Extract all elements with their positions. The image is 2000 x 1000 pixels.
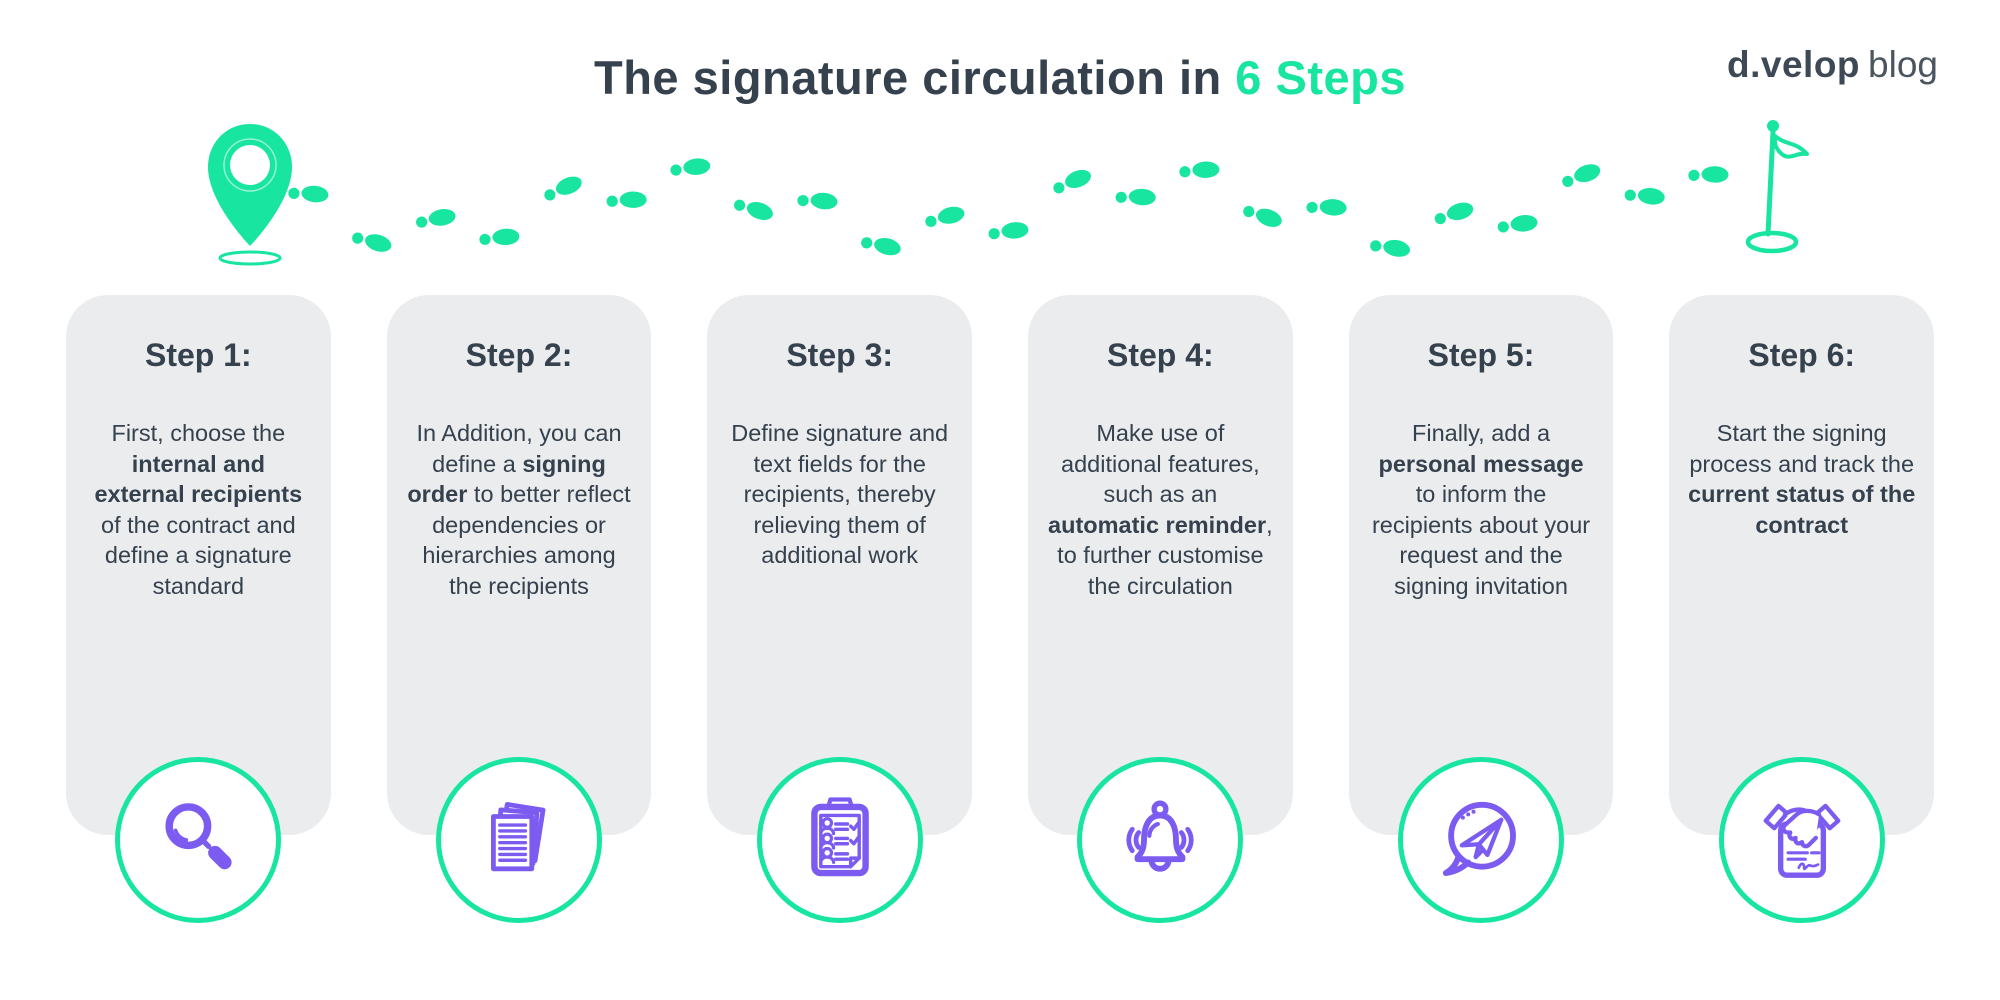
step-5-body-post: to inform the recipients about your requ… — [1371, 481, 1591, 599]
footprints-trail-icon — [287, 157, 1729, 259]
steps-row: Step 1: First, choose the internal and e… — [66, 295, 1935, 923]
step-4-body: Make use of additional features, such as… — [1046, 418, 1275, 601]
step-1-body-pre: First, choose the — [111, 420, 286, 446]
step-card-6: Step 6: Start the signing process and tr… — [1669, 295, 1935, 923]
step-1-body: First, choose the internal and external … — [84, 418, 313, 601]
document-stack-icon — [491, 802, 546, 872]
step-2-body-pre: In Addition, you can define a — [416, 420, 622, 477]
reminder-bell-icon — [1126, 800, 1194, 872]
step-card-5: Step 5: Finally, add a personal message … — [1348, 295, 1614, 923]
step-1-body-post: of the contract and define a signature s… — [101, 511, 296, 599]
handshake-contract-icon — [1763, 803, 1841, 878]
step-2-body-bold: signing order — [407, 450, 606, 508]
recipient-checklist-icon — [810, 797, 869, 877]
step-4-body-pre: Make use of additional features, such as… — [1061, 420, 1260, 508]
step-3-icon-badge — [756, 757, 923, 923]
step-6-body-pre: Start the signing process and track the — [1689, 420, 1915, 477]
step-5-body-pre: Finally, add a — [1412, 420, 1551, 446]
step-card-2: Step 2: In Addition, you can define a si… — [386, 295, 652, 923]
step-6-body-bold: current status of the contract — [1688, 481, 1916, 538]
step-5-body: Finally, add a personal message to infor… — [1367, 418, 1596, 601]
step-2-title: Step 2: — [465, 337, 573, 373]
logo-brand: d.velop — [1727, 44, 1861, 85]
step-1-body-bold: internal and external recipients — [94, 450, 303, 508]
step-6-title: Step 6: — [1748, 337, 1856, 373]
finish-flag-icon — [1745, 120, 1809, 254]
step-card-1: Step 1: First, choose the internal and e… — [66, 295, 331, 923]
step-4-body-post: , to further customise the circulation — [1057, 511, 1273, 599]
step-4-title: Step 4: — [1107, 337, 1214, 373]
step-2-icon-badge — [436, 757, 602, 923]
step-4-icon-badge — [1077, 757, 1244, 923]
page-title-highlight: 6 Steps — [1235, 51, 1406, 104]
step-card-3: Step 3: Define signature and text fields… — [707, 295, 973, 923]
step-3-body: Define signature and text fields for the… — [725, 418, 954, 571]
step-6-icon-badge — [1718, 757, 1885, 923]
step-5-title: Step 5: — [1427, 337, 1535, 373]
magnifier-icon — [165, 803, 232, 870]
send-message-icon — [1442, 801, 1516, 876]
page-title-text: The signature circulation in — [594, 51, 1236, 104]
page-title: The signature circulation in 6 Steps — [0, 50, 2000, 105]
step-1-icon-badge — [115, 757, 282, 923]
step-4-body-bold: automatic reminder — [1048, 511, 1267, 538]
step-2-body: In Addition, you can define a signing or… — [405, 418, 634, 601]
location-pin-icon — [208, 124, 292, 266]
logo-suffix: blog — [1868, 44, 1938, 85]
step-3-body-pre: Define signature and text fields for the… — [731, 420, 949, 569]
step-card-4: Step 4: Make use of additional features,… — [1028, 295, 1293, 923]
step-2-body-post: to better reflect dependencies or hierar… — [422, 481, 631, 599]
step-3-title: Step 3: — [786, 337, 894, 373]
step-5-body-bold: personal message — [1378, 450, 1584, 477]
step-1-title: Step 1: — [144, 337, 252, 373]
step-6-body: Start the signing process and track the … — [1687, 418, 1916, 540]
step-5-icon-badge — [1398, 757, 1565, 923]
